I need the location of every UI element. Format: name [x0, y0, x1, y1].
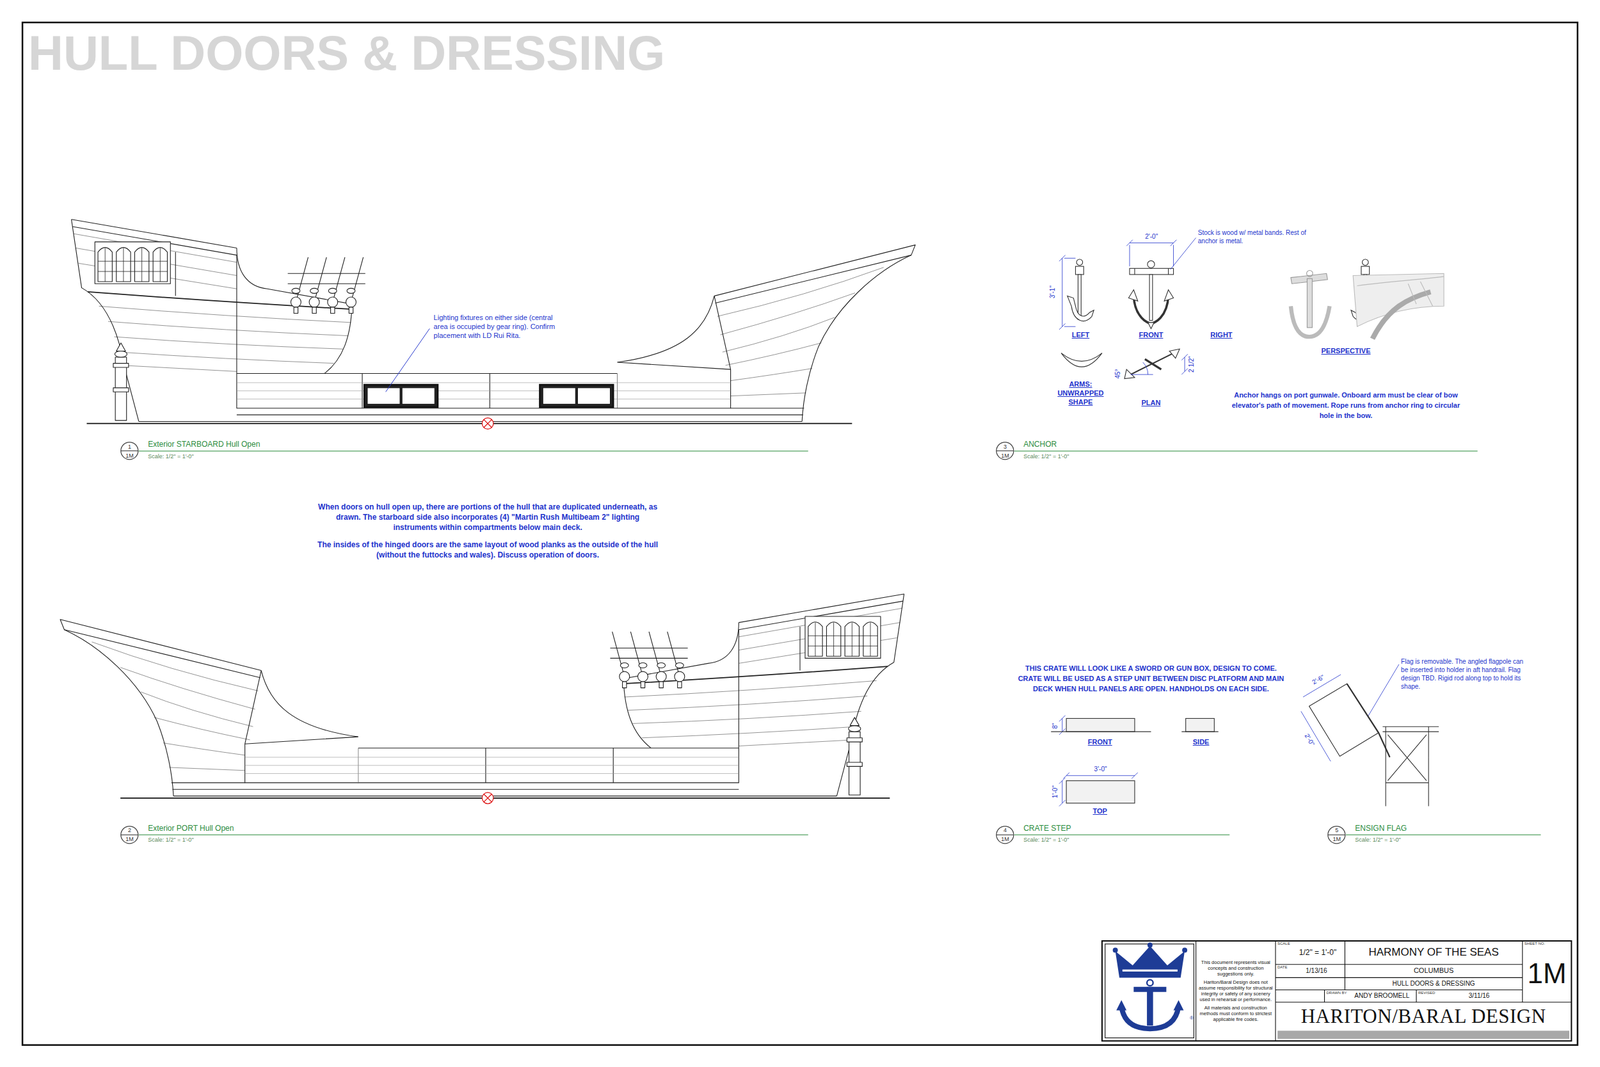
title-block-cell: DRAWN BYANDY BROOMELL — [1324, 990, 1417, 1003]
title-block-cell: HARITON/BARAL DESIGN — [1275, 1002, 1572, 1032]
callout-note: Stock is wood w/ metal bands. Rest of an… — [1198, 228, 1323, 246]
dimension: 45° — [1114, 368, 1122, 379]
callout-circle: 21M — [120, 825, 139, 845]
field-label: SCALE — [1277, 941, 1291, 946]
callout-note: Lighting fixtures on either side (centra… — [433, 312, 557, 340]
sheet-reference: 1M — [120, 834, 139, 844]
view-scale: Scale: 1/2" = 1'-0" — [147, 836, 194, 844]
field-value: ANDY BROOMELL — [1349, 992, 1415, 1000]
callout-circle: 11M — [120, 441, 139, 461]
field-value: 3/11/16 — [1437, 992, 1520, 1000]
callout-note: Flag is removable. The angled flagpole c… — [1400, 657, 1524, 691]
view-label: PERSPECTIVE — [1320, 346, 1371, 356]
title-text: COLUMBUS — [1413, 966, 1454, 975]
title-text: HARMONY OF THE SEAS — [1368, 945, 1499, 959]
crate-and-flag — [1050, 683, 1439, 806]
title-block-cell: This document represents visual concepts… — [1196, 940, 1276, 1041]
sheet-reference: 1M — [995, 834, 1015, 844]
view-label: FRONT — [1139, 330, 1164, 340]
sheet-border — [22, 22, 1578, 1046]
port-hull — [60, 593, 905, 804]
view-label: RIGHT — [1210, 330, 1232, 340]
title-text: HARITON/BARAL DESIGN — [1301, 1004, 1547, 1028]
disclaimer-text: All materials and construction methods m… — [1198, 1004, 1274, 1023]
view-scale: Scale: 1/2" = 1'-0" — [147, 453, 194, 461]
view-number: 2 — [120, 825, 139, 835]
title-block-cell: COLUMBUS — [1344, 964, 1522, 978]
field-value: 1/13/16 — [1290, 967, 1344, 975]
sheet-reference: 1M — [995, 451, 1015, 461]
field-label: DRAWN BY — [1326, 990, 1348, 996]
view-label: PLAN — [1141, 398, 1161, 408]
dimension: 2'-0" — [1302, 732, 1316, 747]
view-scale: Scale: 1/2" = 1'-0" — [1354, 836, 1401, 844]
view-title: ANCHOR — [1023, 439, 1057, 449]
sheet-watermark: HULL DOORS & DRESSING — [28, 25, 665, 81]
view-title: ENSIGN FLAG — [1354, 823, 1407, 833]
view-label: FRONT — [1088, 737, 1113, 747]
title-text: HULL DOORS & DRESSING — [1392, 979, 1476, 988]
sheet-reference: 1M — [1327, 834, 1346, 844]
dimension: 2'-6" — [1310, 673, 1326, 687]
title-block-cell: HULL DOORS & DRESSING — [1344, 977, 1522, 990]
registered-mark: ® — [1189, 1015, 1194, 1022]
dimension: 1'-0" — [1051, 785, 1060, 799]
dimension: 8" — [1051, 722, 1060, 729]
view-number: 1 — [120, 441, 139, 451]
disclaimer-text: This document represents visual concepts… — [1198, 959, 1274, 977]
anchor-views — [1061, 259, 1444, 379]
general-note: Anchor hangs on port gunwale. Onboard ar… — [1229, 389, 1463, 421]
view-number: 4 — [995, 825, 1015, 835]
view-label: TOP — [1093, 807, 1108, 816]
general-note: THIS CRATE WILL LOOK LIKE A SWORD OR GUN… — [1016, 663, 1286, 694]
callout-circle: 41M — [995, 825, 1015, 845]
dimension: 2 1/2" — [1187, 355, 1196, 373]
field-value: 1M — [1524, 945, 1570, 1001]
view-label: ARMS: UNWRAPPED SHAPE — [1052, 379, 1110, 407]
disclaimer-text: Hariton/Baral Design does not assume res… — [1198, 979, 1274, 1003]
view-title: Exterior PORT Hull Open — [147, 823, 234, 833]
sheet-reference: 1M — [120, 451, 139, 461]
dimension: 3'-0" — [1094, 765, 1108, 774]
view-scale: Scale: 1/2" = 1'-0" — [1023, 836, 1069, 844]
field-value: 1/2" = 1'-0" — [1292, 947, 1344, 957]
title-block — [1102, 940, 1572, 1041]
starboard-hull — [71, 219, 916, 430]
callout-circle: 51M — [1327, 825, 1346, 845]
view-number: 5 — [1327, 825, 1346, 835]
dimension: 2'-0" — [1144, 232, 1158, 241]
callout-circle: 31M — [995, 441, 1015, 461]
view-title-lines — [138, 451, 1542, 835]
dimension-lines — [1059, 237, 1400, 806]
title-block-cell: SCALE1/2" = 1'-0" — [1275, 940, 1345, 965]
view-label: LEFT — [1072, 330, 1090, 340]
title-block-cell: DATE1/13/16 — [1275, 964, 1345, 978]
field-label: DATE — [1277, 965, 1288, 970]
general-note: When doors on hull open up, there are po… — [314, 501, 662, 533]
title-block-cell: HARMONY OF THE SEAS — [1344, 940, 1522, 965]
view-label: SIDE — [1192, 737, 1210, 747]
dimension: 3'-1" — [1048, 285, 1057, 299]
field-label: REVISED — [1418, 990, 1435, 996]
view-title: CRATE STEP — [1023, 823, 1071, 833]
view-title: Exterior STARBOARD Hull Open — [147, 439, 260, 449]
general-note: The insides of the hinged doors are the … — [314, 539, 662, 560]
company-logo — [1112, 942, 1188, 1029]
title-block-cell: SHEET NO.1M — [1522, 940, 1572, 1003]
view-number: 3 — [995, 441, 1015, 451]
view-scale: Scale: 1/2" = 1'-0" — [1023, 453, 1069, 461]
title-block-cell: REVISED3/11/16 — [1416, 990, 1523, 1003]
field-label: SHEET NO. — [1524, 941, 1545, 946]
